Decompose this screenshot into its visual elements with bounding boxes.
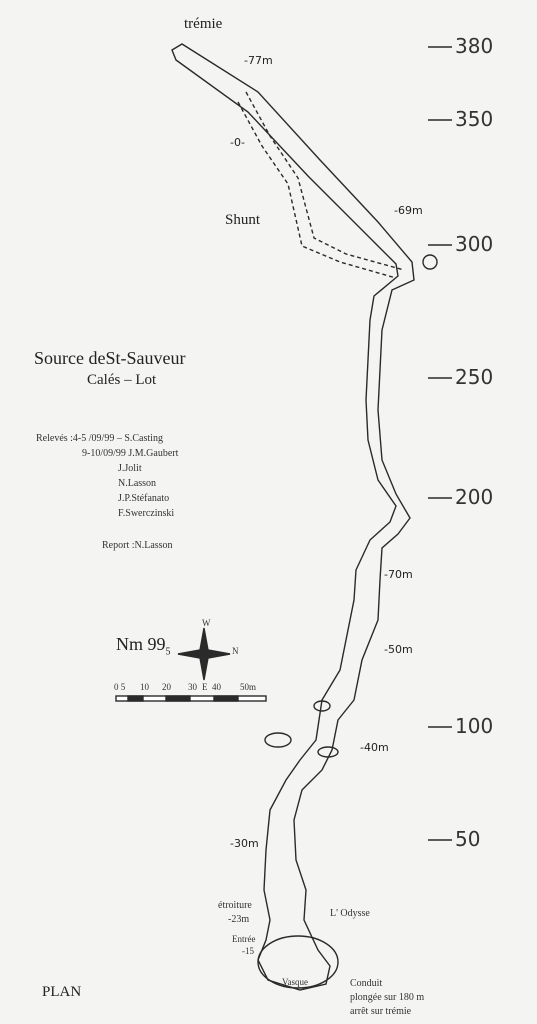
compass-n: N [232,646,239,656]
compass-e: E [202,682,208,692]
shunt-label: Shunt [225,212,261,228]
distance-mark: 100 [455,714,494,738]
compass-w: W [202,618,211,628]
scale-label: 0 5 [114,682,126,692]
depth-label-40: -40m [360,741,389,754]
depth-label-30: -30m [230,837,259,850]
distance-mark: 200 [455,485,494,509]
distance-mark: 50 [455,827,481,851]
scale-label: 20 [162,682,171,692]
entree-label: Entrée [232,934,256,944]
north-label: Nm 995 [116,634,171,658]
scale-label: 30 [188,682,197,692]
plongee-label: plongée sur 180 m [350,992,425,1003]
releves-label: Relevés :4-5 /09/99 – S.Casting [36,433,163,444]
survey-subtitle: Calés – Lot [87,372,157,388]
etroiture-label: étroiture [218,900,252,911]
releves-line: 9-10/09/99 J.M.Gaubert [82,448,179,459]
report-label: Report :N.Lasson [102,540,173,551]
scale-label: 50m [240,682,257,692]
releves-line: J.Jolit [118,463,142,474]
depth-label-zero: -0- [230,136,245,149]
plan-label: PLAN [42,984,82,1000]
odysse-label: L' Odysse [330,908,370,919]
depth-label-69: -69m [394,204,423,217]
releves-line: J.P.Stéfanato [118,493,170,504]
distance-mark: 350 [455,107,494,131]
scale-label: 40 [212,682,221,692]
arret-label: arrêt sur trémie [350,1006,412,1017]
vasque-label: Vasque [282,977,308,987]
depth-label-top: -77m [244,54,273,67]
distance-mark: 250 [455,365,494,389]
entree-depth: -15 [242,946,254,956]
etroiture-depth: -23m [228,914,250,925]
scale-label: 10 [140,682,149,692]
depth-label-50: -50m [384,643,413,656]
conduit-label: Conduit [350,978,383,989]
distance-mark: 300 [455,232,494,256]
distance-mark: 380 [455,34,494,58]
tremie-label: trémie [184,16,223,32]
depth-label-70: -70m [384,568,413,581]
survey-title: Source deSt-Sauveur [34,348,186,368]
releves-line: N.Lasson [118,478,157,489]
releves-line: F.Swerczinski [118,508,175,519]
